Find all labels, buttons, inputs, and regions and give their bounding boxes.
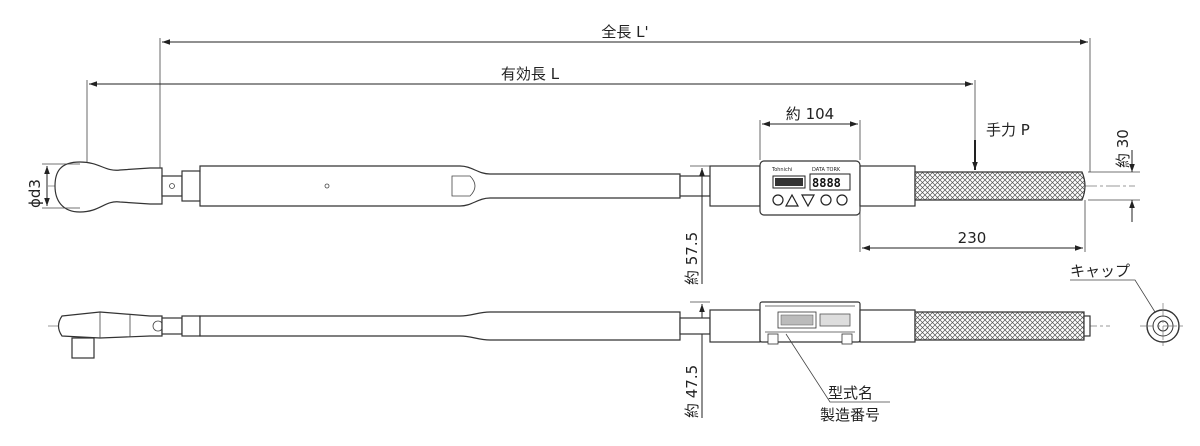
cap-end-view: キャップ: [1070, 262, 1186, 349]
display-button-5[interactable]: [836, 194, 848, 206]
display-brand-text: Tohnichi: [771, 167, 792, 173]
cap-leader-line: [1070, 279, 1156, 313]
model-name-label: 型式名: [828, 384, 873, 402]
display-button-3[interactable]: [800, 194, 816, 208]
approx-104-label: 約 104: [786, 105, 834, 123]
approx-57-5-label: 約 57.5: [683, 232, 701, 285]
phi-d3-label: ϕd3: [26, 179, 44, 208]
lcd-window-right: [809, 173, 851, 191]
hand-force-label: 手力 P: [986, 121, 1030, 139]
top-main-tube: [199, 165, 681, 207]
effective-length-label: 有効長 L: [501, 65, 560, 83]
display-button-4[interactable]: [820, 194, 832, 206]
square-drive: [71, 337, 95, 359]
side-main-tube: [199, 311, 681, 341]
overall-length-label: 全長 L': [601, 23, 648, 41]
side-view: 型式名 製造番号: [48, 301, 1110, 424]
dim-230-label: 230: [958, 229, 987, 247]
serial-number-label: 製造番号: [820, 406, 880, 424]
dimension-lines: 全長 L' 有効長 L 約 104 手力 P 約 30 230 約 57.5 約: [86, 23, 1140, 418]
cap-label: キャップ: [1070, 262, 1130, 280]
approx-30-label: 約 30: [1114, 129, 1132, 168]
lcd-digits: 8888: [812, 176, 841, 190]
display-button-2[interactable]: [784, 193, 800, 207]
model-leader-line: [785, 333, 890, 403]
display-product-text: DATA TORK: [812, 167, 841, 173]
top-view: ϕd3 Tohnichi DATA TORK 8888: [26, 160, 1135, 216]
side-ratchet-head: [57, 311, 163, 339]
display-button-1[interactable]: [772, 194, 784, 206]
top-knurled-grip: [914, 171, 1086, 201]
top-ratchet-head: [54, 161, 163, 213]
display-panel: Tohnichi DATA TORK 8888: [771, 167, 851, 208]
side-knurled-grip: [914, 311, 1085, 341]
approx-47-5-label: 約 47.5: [683, 365, 701, 418]
